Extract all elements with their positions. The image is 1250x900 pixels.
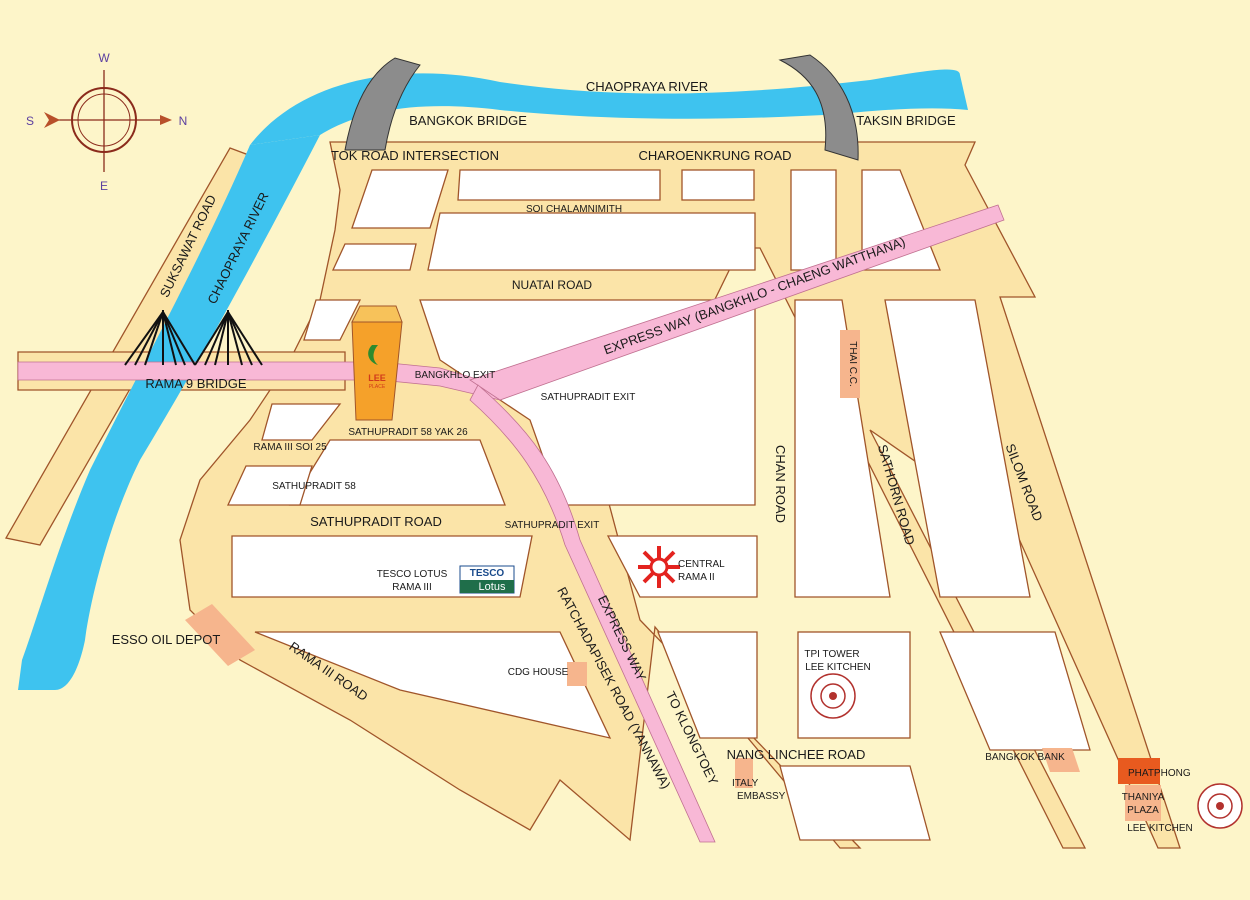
central-logo-icon (638, 546, 680, 588)
tesco-logo-bottom: Lotus (479, 581, 506, 593)
river-chaopraya-left (18, 135, 320, 690)
italy-embassy-marker (735, 758, 753, 788)
label-thai-cc: THAI C.C. (847, 341, 858, 387)
bridge-arch-bangkok (344, 57, 421, 151)
expressway-bangkhlo (469, 204, 1005, 401)
thaniya-marker (1125, 785, 1161, 821)
label-sathupradit-exit-1: SATHUPRADIT EXIT (541, 392, 636, 403)
lee-place-label-2: PLACE (369, 384, 386, 390)
bridge-arch-taksin (778, 54, 859, 161)
label-bangkhlo-exit: BANGKHLO EXIT (415, 370, 496, 381)
bangkok-bank-marker (1042, 748, 1080, 772)
lee-place-label-1: LEE (368, 373, 386, 383)
label-esso: ESSO OIL DEPOT (112, 632, 221, 647)
label-sathupradit58-yak26: SATHUPRADIT 58 YAK 26 (348, 427, 468, 438)
label-bangkok-bridge: BANGKOK BRIDGE (409, 113, 527, 128)
label-central-2: RAMA II (678, 572, 715, 583)
label-sathupradit-exit-2: SATHUPRADIT EXIT (505, 520, 600, 531)
tesco-lotus-logo: TESCO Lotus (459, 565, 515, 594)
label-thaniya-1: THANIYA (1122, 792, 1165, 803)
label-nang-linchee: NANG LINCHEE ROAD (727, 747, 866, 762)
label-tok-road: TOK ROAD INTERSECTION (331, 148, 499, 163)
label-tesco-1: TESCO LOTUS (377, 569, 448, 580)
river-chaopraya-top (250, 69, 968, 145)
label-sathupradit58: SATHUPRADIT 58 (272, 481, 356, 492)
label-italy-1: ITALY (732, 778, 759, 789)
expressway-main (469, 384, 716, 843)
lee-place-building: LEE PLACE (351, 305, 403, 421)
cdg-house-marker (567, 662, 587, 686)
label-chan: CHAN ROAD (773, 445, 788, 523)
label-rama3-soi25: RAMA III SOI 25 (253, 442, 327, 453)
city-blocks (226, 169, 1091, 841)
rama9-bridge-towers (124, 310, 263, 366)
label-tpi-1: TPI TOWER (804, 649, 859, 660)
lee-place-logo-icon (368, 345, 378, 365)
label-central-1: CENTRAL (678, 559, 725, 570)
phatphong-marker (1118, 758, 1160, 784)
label-river-top: CHAOPRAYA RIVER (586, 79, 708, 94)
label-taksin-bridge: TAKSIN BRIDGE (856, 113, 956, 128)
label-rama9-bridge: RAMA 9 BRIDGE (145, 376, 246, 391)
lee-kitchen-seal-icon-tpi (810, 673, 856, 719)
lee-kitchen-seal-icon-silom (1197, 783, 1243, 829)
compass-south: S (26, 114, 34, 128)
label-sathupradit-road: SATHUPRADIT ROAD (310, 514, 442, 529)
label-italy-2: EMBASSY (737, 791, 786, 802)
label-tpi-2: LEE KITCHEN (805, 662, 871, 673)
label-cdg: CDG HOUSE (508, 667, 569, 678)
compass-north: N (179, 114, 188, 128)
label-nuatai: NUATAI ROAD (512, 278, 593, 292)
compass-arrow-south (44, 112, 60, 128)
label-bangkok-bank: BANGKOK BANK (985, 752, 1065, 763)
label-phatphong: PHATPHONG (1128, 768, 1191, 779)
compass: W S N E (26, 51, 187, 193)
compass-west: W (98, 51, 110, 65)
thai-cc-marker (840, 330, 860, 398)
label-lee-kitchen: LEE KITCHEN (1127, 823, 1193, 834)
esso-depot-marker (185, 604, 255, 666)
label-charoenkrung: CHAROENKRUNG ROAD (638, 148, 791, 163)
compass-east: E (100, 179, 108, 193)
label-thaniya-2: PLAZA (1127, 805, 1159, 816)
compass-arrow-north (160, 115, 172, 125)
label-tesco-2: RAMA III (392, 582, 431, 593)
tesco-logo-top: TESCO (470, 568, 505, 579)
label-soi-chalamnimith: SOI CHALAMNIMITH (526, 204, 622, 215)
